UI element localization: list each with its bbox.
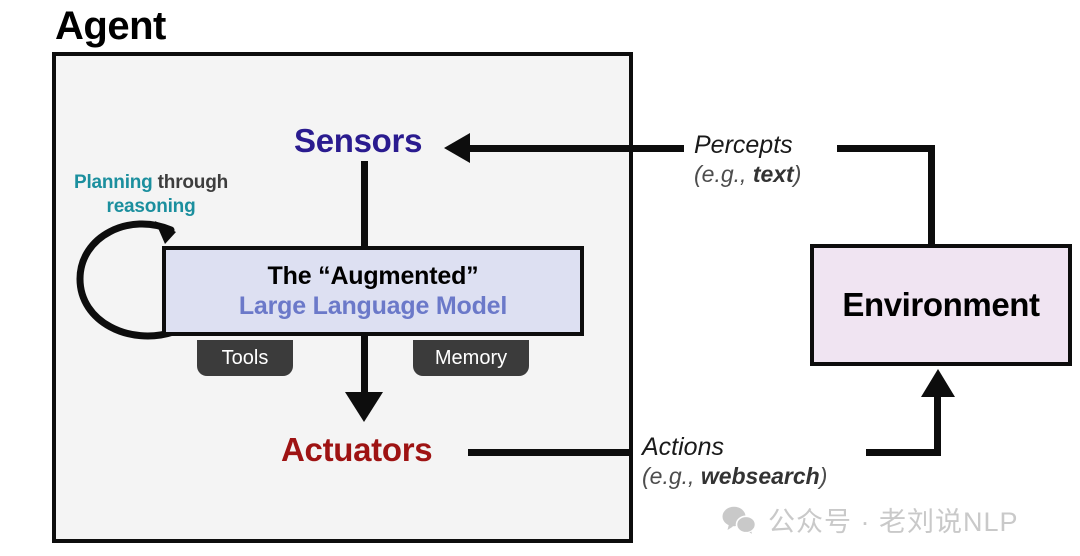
percepts-example-prefix: (e.g., xyxy=(694,160,753,187)
actions-example-suffix: ) xyxy=(819,462,828,489)
augmented-llm-box: The “Augmented” Large Language Model xyxy=(162,246,584,336)
percepts-vertical-line xyxy=(928,145,935,247)
planning-loop-arrow xyxy=(76,220,177,340)
percepts-arrowhead xyxy=(444,133,470,163)
llm-to-actuators-line xyxy=(361,336,368,396)
tools-tab-label: Tools xyxy=(221,346,269,369)
planning-word-planning: Planning xyxy=(73,172,153,193)
actuators-label: Actuators xyxy=(281,431,433,468)
planning-word-through: through xyxy=(152,172,229,193)
watermark: 公众号 · 老刘说NLP xyxy=(722,500,1019,539)
actions-vertical-line xyxy=(934,396,941,454)
percepts-example-value: text xyxy=(752,160,794,187)
llm-subtitle-line: Large Language Model xyxy=(238,292,508,320)
planning-word-reasoning: reasoning xyxy=(106,195,196,217)
actions-label: Actions xyxy=(642,433,724,461)
percepts-horizontal-line xyxy=(469,145,684,152)
actions-horizontal-left-line xyxy=(468,449,629,456)
actions-example-prefix: (e.g., xyxy=(642,462,701,489)
memory-tab-label: Memory xyxy=(434,346,508,369)
percepts-example: (e.g., text) xyxy=(694,161,801,188)
watermark-text: 公众号 · 老刘说NLP xyxy=(768,507,1019,537)
actions-arrowhead xyxy=(921,369,955,397)
percepts-annotation: Percepts (e.g., text) xyxy=(694,131,801,188)
page-title: Agent xyxy=(55,4,166,48)
actions-example-value: websearch xyxy=(700,462,820,489)
sensors-to-llm-line xyxy=(361,161,368,248)
percepts-horizontal-upper-line xyxy=(837,145,935,152)
planning-annotation: Planning through reasoning xyxy=(56,171,246,219)
llm-title-line: The “Augmented” xyxy=(267,262,479,290)
tools-tab[interactable]: Tools xyxy=(197,340,293,376)
actions-example: (e.g., websearch) xyxy=(642,463,827,490)
wechat-icon xyxy=(722,506,756,535)
actions-horizontal-right-line xyxy=(866,449,941,456)
environment-label: Environment xyxy=(842,286,1040,323)
sensors-label: Sensors xyxy=(294,122,423,159)
memory-tab[interactable]: Memory xyxy=(413,340,529,376)
percepts-label: Percepts xyxy=(694,131,793,159)
percepts-example-suffix: ) xyxy=(793,160,802,187)
environment-box: Environment xyxy=(810,244,1072,366)
actions-annotation: Actions (e.g., websearch) xyxy=(642,433,827,490)
llm-to-actuators-arrowhead xyxy=(345,392,383,422)
